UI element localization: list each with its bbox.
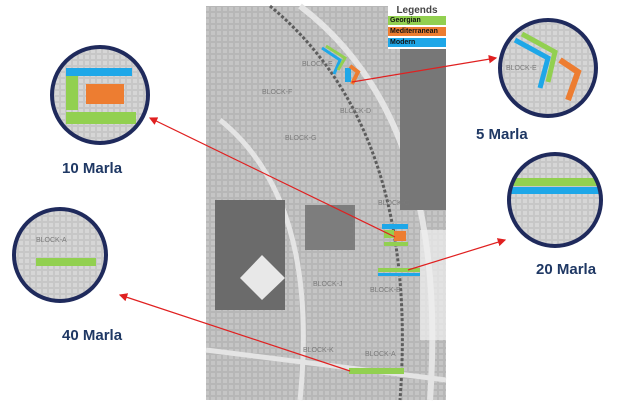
arrow-10-marla: [148, 117, 396, 238]
highlight-10-marla: [382, 224, 408, 246]
arrow-40-marla: [118, 293, 351, 372]
inset-block-label: BLOCK-A: [36, 237, 67, 244]
inset-40-marla: BLOCK-A: [12, 207, 108, 303]
block-label: BLOCK-E: [302, 61, 333, 68]
block-label: BLOCK-A: [365, 351, 396, 358]
arrow-5-marla: [351, 55, 498, 83]
block-label: BLOCK-C: [378, 200, 409, 207]
highlight-40-marla: [349, 368, 404, 374]
inset-10-marla: [50, 45, 150, 145]
block-label: BLOCK-B: [370, 287, 401, 294]
label-10-marla: 10 Marla: [62, 160, 123, 177]
legend-mediterranean: Mediterranean: [388, 27, 446, 36]
highlight-5-marla: [321, 44, 361, 85]
inset-block-label: BLOCK-E: [506, 65, 537, 72]
legend-title: Legends: [396, 5, 438, 16]
label-20-marla: 20 Marla: [536, 261, 597, 278]
label-40-marla: 40 Marla: [62, 327, 123, 344]
block-label: BLOCK-D: [340, 108, 371, 115]
legend-modern: Modern: [388, 38, 446, 47]
legend-georgian: Georgian: [388, 16, 446, 25]
highlight-20-marla: [378, 268, 420, 276]
block-label: BLOCK-G: [285, 135, 317, 142]
inset-20-marla: [507, 152, 603, 248]
block-label: BLOCK-F: [262, 89, 292, 96]
block-label: BLOCK-K: [303, 347, 334, 354]
block-label: BLOCK-J: [313, 281, 343, 288]
legend: Legends Georgian Mediterranean Modern: [388, 5, 446, 49]
callout-arrows: [118, 55, 507, 372]
label-5-marla: 5 Marla: [476, 126, 528, 143]
arrow-20-marla: [407, 238, 507, 271]
inset-5-marla: BLOCK-E: [498, 18, 598, 118]
